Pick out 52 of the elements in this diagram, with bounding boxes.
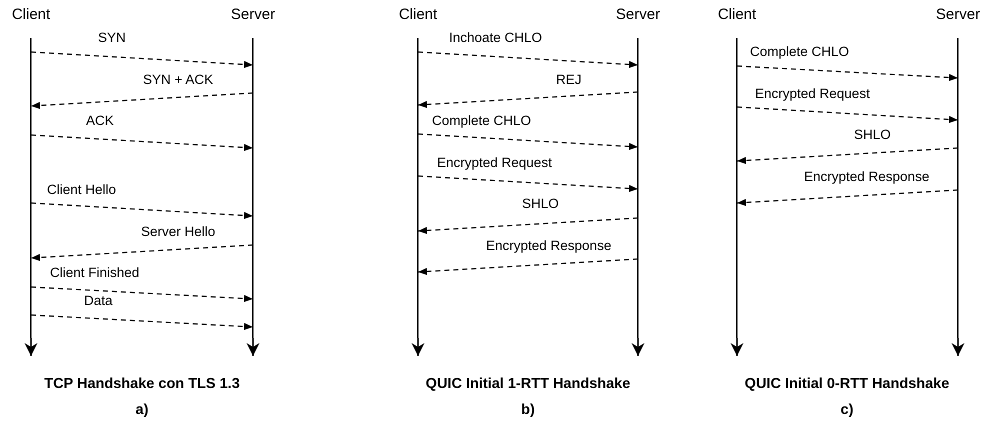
message-arrow bbox=[30, 286, 254, 302]
edge-label: ACK bbox=[86, 113, 114, 129]
message-arrow bbox=[418, 217, 638, 234]
edge-label: SYN + ACK bbox=[143, 72, 214, 88]
participant-label: Client bbox=[12, 6, 50, 24]
message-arrow bbox=[30, 244, 254, 262]
panel-letter: a) bbox=[136, 402, 148, 418]
message-arrow bbox=[30, 92, 254, 110]
message-arrow bbox=[418, 91, 638, 108]
edge-label: Client Hello bbox=[47, 182, 116, 198]
edge-label: SYN bbox=[98, 30, 126, 46]
edge-label: Encrypted Response bbox=[486, 238, 612, 254]
edge-label: Encrypted Response bbox=[804, 169, 930, 185]
message-arrow bbox=[418, 258, 638, 276]
edge-label: Client Finished bbox=[50, 265, 140, 281]
panel-letter: c) bbox=[840, 402, 854, 418]
message-arrow bbox=[418, 175, 638, 192]
edge-label: Encrypted Request bbox=[755, 86, 870, 102]
participant-label: Server bbox=[230, 6, 276, 24]
message-arrow bbox=[736, 147, 958, 164]
edge-label: Server Hello bbox=[141, 224, 216, 240]
lifeline-arrow bbox=[412, 338, 424, 356]
panel-letter: b) bbox=[521, 402, 535, 418]
message-arrow bbox=[30, 314, 254, 330]
edge-label: Complete CHLO bbox=[432, 113, 532, 129]
edge-label: Data bbox=[84, 293, 113, 309]
diagram-caption: TCP Handshake con TLS 1.3 bbox=[44, 376, 240, 392]
message-arrow bbox=[30, 134, 254, 152]
message-arrow bbox=[418, 51, 638, 68]
lifeline-arrow bbox=[24, 338, 38, 356]
message-arrow bbox=[736, 65, 958, 82]
participant-label: Client bbox=[398, 6, 438, 24]
edge-label: Inchoate CHLO bbox=[449, 30, 542, 46]
diagram-caption: QUIC Initial 1-RTT Handshake bbox=[426, 376, 630, 392]
edge-label: REJ bbox=[556, 72, 582, 88]
lifeline-arrow bbox=[730, 338, 744, 356]
message-arrow bbox=[736, 106, 958, 124]
message-arrow bbox=[418, 133, 638, 150]
message-arrow bbox=[736, 189, 958, 206]
edge-label: SHLO bbox=[522, 196, 559, 212]
edge-label: SHLO bbox=[854, 127, 891, 143]
message-arrow bbox=[30, 202, 254, 220]
participant-label: Server bbox=[616, 6, 660, 24]
participant-label: Client bbox=[718, 6, 756, 24]
diagram-caption: QUIC Initial 0-RTT Handshake bbox=[744, 376, 950, 392]
message-arrow bbox=[30, 51, 254, 68]
edge-label: Complete CHLO bbox=[750, 44, 850, 60]
edge-label: Encrypted Request bbox=[437, 155, 552, 171]
participant-label: Server bbox=[936, 6, 980, 24]
lifeline-arrow bbox=[632, 338, 644, 356]
lifeline-arrow bbox=[246, 338, 260, 356]
lifeline-arrow bbox=[952, 338, 964, 356]
